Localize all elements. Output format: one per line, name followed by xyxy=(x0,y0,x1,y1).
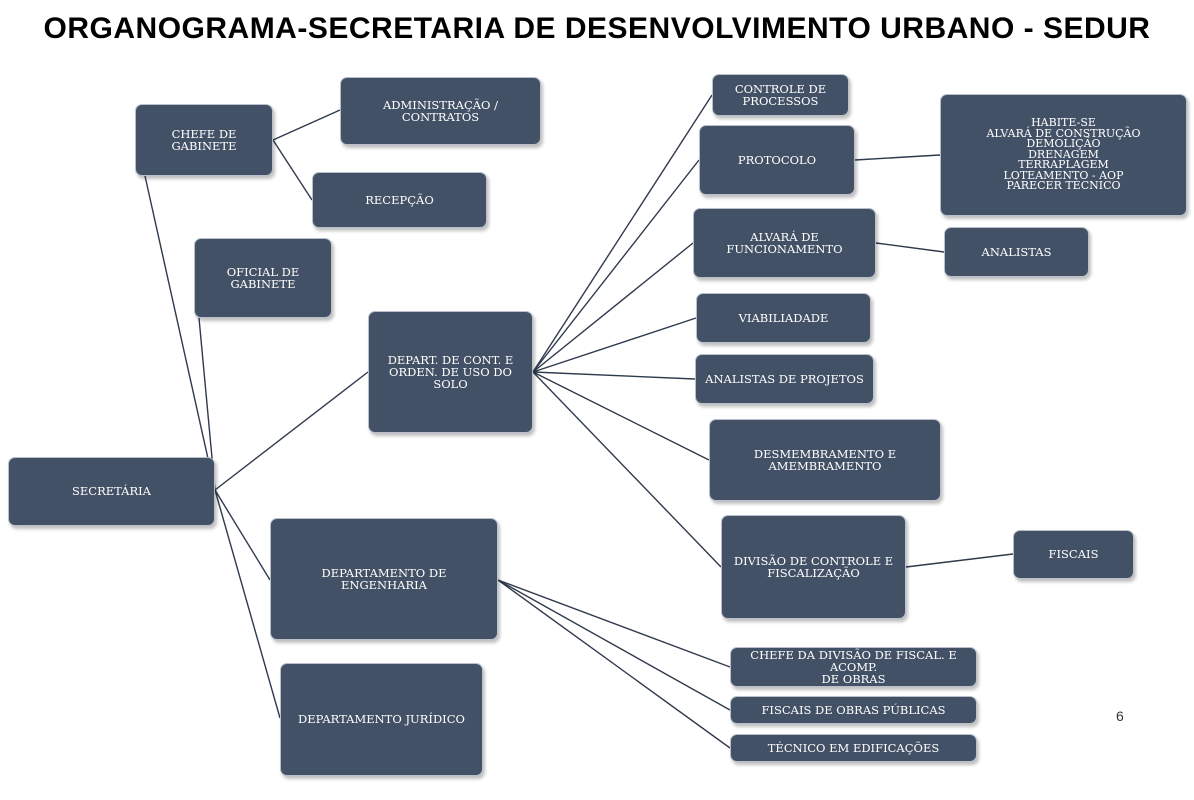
page-title: ORGANOGRAMA-SECRETARIA DE DESENVOLVIMENT… xyxy=(43,12,1151,45)
node-fiscais: FISCAIS xyxy=(1013,530,1134,579)
connector-alvara-analistas xyxy=(875,242,945,253)
node-analistas-de-projetos: ANALISTAS DE PROJETOS xyxy=(695,354,874,404)
node-recepcao: RECEPÇÃO xyxy=(312,172,487,228)
node-depart-uso-do-solo: DEPART. DE CONT. E ORDEN. DE USO DO SOLO xyxy=(368,311,533,433)
connector-engenharia-chefe-divisao xyxy=(497,579,731,668)
connector-chefe-administracao xyxy=(272,109,341,141)
connector-depart-analistas-projetos xyxy=(532,371,696,380)
connector-depart-controle-processos xyxy=(532,94,713,373)
node-protocolo: PROTOCOLO xyxy=(699,125,855,195)
node-secretaria: SECRETÁRIA xyxy=(8,457,215,526)
connector-secretaria-chefe xyxy=(144,175,216,491)
connector-protocolo-habite-se xyxy=(854,154,941,161)
node-chefe-da-divisao-fiscal: CHEFE DA DIVISÃO DE FISCAL. E ACOMP. DE … xyxy=(730,647,977,687)
connector-engenharia-fiscais-obras xyxy=(497,579,731,711)
connector-depart-desmembramento xyxy=(532,371,710,461)
node-desmembramento: DESMEMBRAMENTO E AMEMBRAMENTO xyxy=(709,419,941,501)
node-controle-de-processos: CONTROLE DE PROCESSOS xyxy=(712,74,849,116)
node-departamento-de-engenharia: DEPARTAMENTO DE ENGENHARIA xyxy=(270,518,498,640)
node-viabiliadade: VIABILIADADE xyxy=(696,293,871,343)
node-administracao-contratos: ADMINISTRAÇÃO / CONTRATOS xyxy=(340,77,541,145)
connector-depart-divisao xyxy=(532,371,722,568)
connector-secretaria-engenharia xyxy=(214,489,271,581)
connector-chefe-recepcao xyxy=(272,139,313,201)
connector-depart-viabiliadade xyxy=(532,317,697,373)
connector-engenharia-tecnico xyxy=(497,579,731,749)
connector-secretaria-depart-uso-solo xyxy=(214,371,369,491)
connector-depart-alvara xyxy=(532,242,694,373)
node-alvara-de-funcionamento: ALVARÁ DE FUNCIONAMENTO xyxy=(693,208,876,278)
page-number: 6 xyxy=(1116,708,1124,724)
node-fiscais-de-obras-publicas: FISCAIS DE OBRAS PÚBLICAS xyxy=(730,696,977,724)
node-oficial-de-gabinete: OFICIAL DE GABINETE xyxy=(194,238,332,318)
connector-secretaria-juridico xyxy=(214,489,281,719)
node-divisao-de-controle: DIVISÃO DE CONTROLE E FISCALIZAÇÃO xyxy=(721,515,906,619)
connector-depart-protocolo xyxy=(532,159,700,373)
node-analistas: ANALISTAS xyxy=(944,227,1089,277)
connector-divisao-fiscais xyxy=(905,553,1014,568)
node-chefe-de-gabinete: CHEFE DE GABINETE xyxy=(135,104,273,176)
node-habite-se-list: HABITE-SE ALVARÁ DE CONSTRUÇÃO DEMOLIÇÃO… xyxy=(940,94,1187,216)
node-tecnico-em-edificacoes: TÉCNICO EM EDIFICAÇÕES xyxy=(730,734,977,762)
node-departamento-juridico: DEPARTAMENTO JURÍDICO xyxy=(280,663,483,776)
